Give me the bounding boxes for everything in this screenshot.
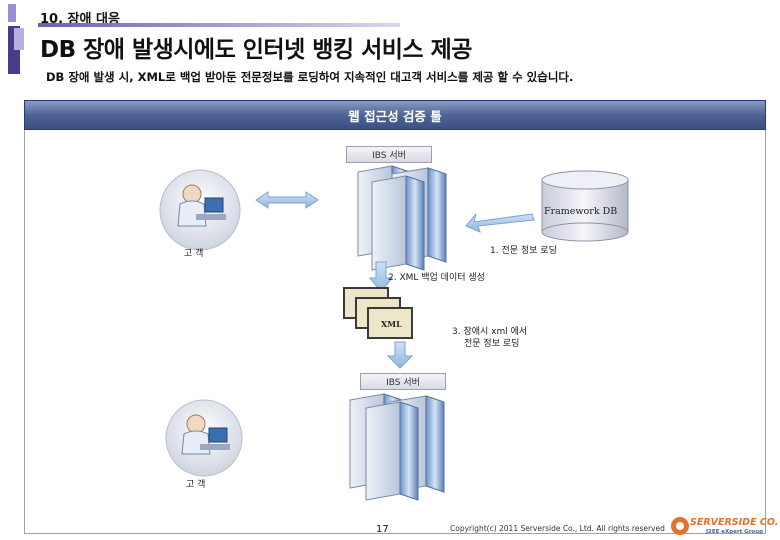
page-description: DB 장애 발생 시, XML로 백업 받아둔 전문정보를 로딩하여 지속적인 … (46, 70, 574, 84)
page-number: 17 (376, 524, 389, 535)
section-underline (38, 23, 400, 27)
server-tag-top: IBS 서버 (346, 146, 432, 163)
customer-icon-bottom (165, 399, 243, 477)
logo-icon (671, 517, 689, 535)
header-accent-bar-small (8, 4, 16, 22)
company-logo-subtext: J2EE eXpert Group (706, 529, 764, 535)
arrow-down-server-icon (386, 341, 414, 369)
header-accent-bar-light (14, 28, 24, 50)
bidirectional-arrow-icon (255, 191, 319, 209)
company-logo-text: SERVERSIDE CO. (690, 517, 779, 528)
server-icon-top (357, 165, 447, 271)
customer-label-top: 고 객 (184, 249, 204, 259)
step3-label-line2: 전문 정보 로딩 (464, 339, 520, 349)
arrow-down-xml-icon (368, 261, 394, 293)
arrow-db-to-server-icon (465, 213, 535, 233)
xml-label: XML (381, 319, 402, 329)
diagram-panel (24, 130, 766, 534)
server-icon-bottom (349, 393, 445, 501)
server-tag-bottom: IBS 서버 (360, 373, 446, 390)
step1-label: 1. 전문 정보 로딩 (490, 246, 557, 256)
framework-db-label: Framework DB (544, 206, 618, 217)
step3-label-line1: 3. 장애시 xml 에서 (452, 327, 528, 337)
database-icon (541, 170, 629, 242)
panel-title: 웹 접근성 검증 툴 (24, 100, 766, 130)
customer-label-bottom: 고 객 (186, 480, 206, 490)
customer-icon-top (159, 169, 241, 251)
xml-document-icon (343, 287, 413, 339)
copyright-text: Copyright(c) 2011 Serverside Co., Ltd. A… (450, 524, 665, 533)
step2-label: 2. XML 백업 데이터 생성 (388, 273, 485, 283)
page-title: DB 장애 발생시에도 인터넷 뱅킹 서비스 제공 (40, 37, 472, 63)
